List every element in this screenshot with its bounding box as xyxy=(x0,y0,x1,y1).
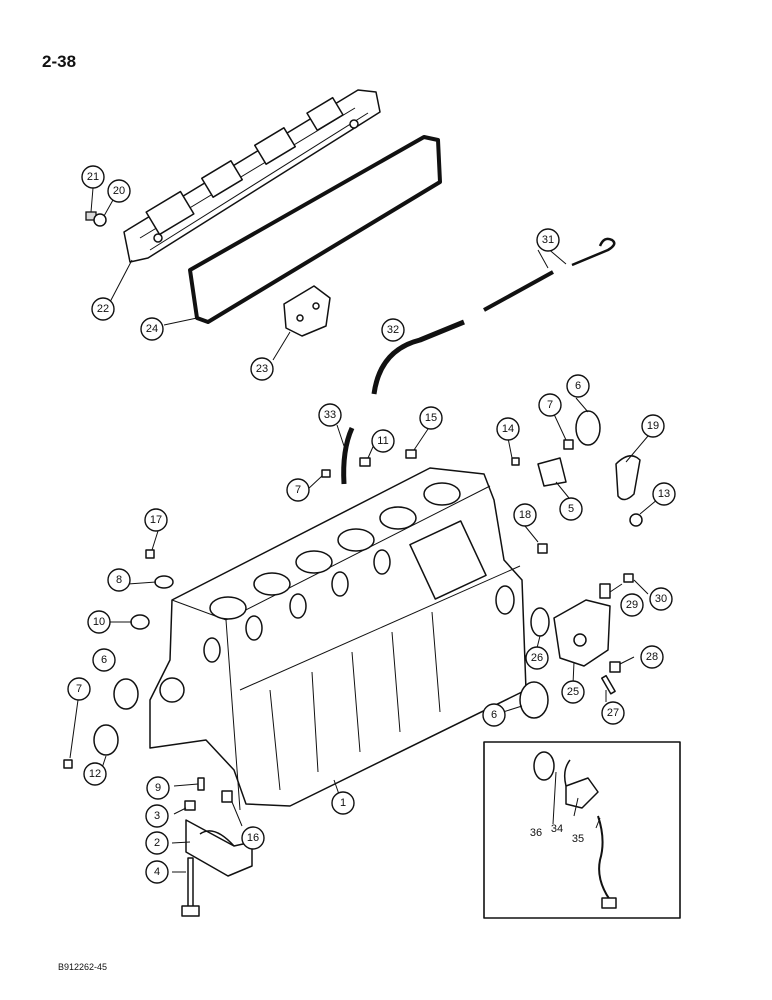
svg-text:25: 25 xyxy=(567,686,579,698)
cover-plate xyxy=(283,285,331,337)
callout-3: 3 xyxy=(145,804,169,828)
dowel xyxy=(184,800,196,811)
callout-33: 33 xyxy=(318,403,342,427)
main-bearing-cap xyxy=(185,819,253,877)
svg-text:12: 12 xyxy=(89,768,101,780)
svg-text:2: 2 xyxy=(154,837,160,849)
expansion-plug xyxy=(221,790,233,803)
svg-text:30: 30 xyxy=(655,593,667,605)
svg-text:22: 22 xyxy=(97,303,109,315)
callout-28: 28 xyxy=(640,645,664,669)
rocker-cover-screw xyxy=(85,211,107,227)
cylinder-block xyxy=(149,467,527,811)
callout-18: 18 xyxy=(513,503,537,527)
pin xyxy=(197,777,205,791)
callout-23: 23 xyxy=(250,357,274,381)
callout-1: 1 xyxy=(331,791,355,815)
callout-13: 13 xyxy=(652,482,676,506)
callout-6-left: 6 xyxy=(92,648,116,672)
drain-tube xyxy=(341,426,355,485)
svg-text:21: 21 xyxy=(87,171,99,183)
callout-15: 15 xyxy=(419,406,443,430)
svg-text:28: 28 xyxy=(646,651,658,663)
callout-25: 25 xyxy=(561,680,585,704)
callout-8: 8 xyxy=(107,568,131,592)
block-heater-inset xyxy=(483,741,681,919)
callout-27: 27 xyxy=(601,701,625,725)
callout-6-lower-right: 6 xyxy=(482,703,506,727)
callout-7-left: 7 xyxy=(67,677,91,701)
svg-text:6: 6 xyxy=(491,709,497,721)
callout-19: 19 xyxy=(641,414,665,438)
inset-label-35: 35 xyxy=(572,833,584,845)
svg-text:15: 15 xyxy=(425,412,437,424)
svg-text:10: 10 xyxy=(93,616,105,628)
callout-10: 10 xyxy=(87,610,111,634)
callout-7-upper: 7 xyxy=(286,478,310,502)
callout-7-right: 7 xyxy=(538,393,562,417)
dipstick xyxy=(483,237,616,312)
callout-5: 5 xyxy=(559,497,583,521)
svg-text:3: 3 xyxy=(154,810,160,822)
svg-text:7: 7 xyxy=(547,399,553,411)
svg-text:23: 23 xyxy=(256,363,268,375)
svg-text:4: 4 xyxy=(154,866,160,878)
svg-text:6: 6 xyxy=(101,654,107,666)
svg-text:7: 7 xyxy=(76,683,82,695)
svg-text:31: 31 xyxy=(542,234,554,246)
callout-17: 17 xyxy=(144,508,168,532)
svg-text:9: 9 xyxy=(155,782,161,794)
inset-label-36: 36 xyxy=(530,827,542,839)
callout-21: 21 xyxy=(81,165,105,189)
figure-code: B912262-45 xyxy=(58,962,108,972)
callout-24: 24 xyxy=(140,317,164,341)
svg-text:24: 24 xyxy=(146,323,158,335)
svg-text:8: 8 xyxy=(116,574,122,586)
callout-31: 31 xyxy=(536,228,560,252)
callout-32: 32 xyxy=(381,318,405,342)
svg-text:6: 6 xyxy=(575,380,581,392)
svg-text:5: 5 xyxy=(568,503,574,515)
callout-2: 2 xyxy=(145,831,169,855)
svg-text:20: 20 xyxy=(113,185,125,197)
cap-bolt xyxy=(181,857,200,917)
callout-20: 20 xyxy=(107,179,131,203)
inset-label-34: 34 xyxy=(551,823,563,835)
svg-text:16: 16 xyxy=(247,832,259,844)
dipstick-tube xyxy=(371,319,465,395)
rocker-cover-gasket xyxy=(188,135,442,324)
svg-text:29: 29 xyxy=(626,599,638,611)
svg-text:27: 27 xyxy=(607,707,619,719)
page-number: 2-38 xyxy=(42,52,77,71)
callout-14: 14 xyxy=(496,417,520,441)
callout-9: 9 xyxy=(146,776,170,800)
svg-text:13: 13 xyxy=(658,488,670,500)
callout-16: 16 xyxy=(241,826,265,850)
svg-text:11: 11 xyxy=(377,435,388,447)
svg-text:26: 26 xyxy=(531,652,543,664)
svg-text:17: 17 xyxy=(150,514,162,526)
callout-29: 29 xyxy=(620,593,644,617)
upper-right-parts xyxy=(321,410,643,554)
callout-11: 11 xyxy=(371,429,395,453)
callout-6-upper: 6 xyxy=(566,374,590,398)
left-side-parts xyxy=(63,549,174,769)
svg-text:33: 33 xyxy=(324,409,336,421)
rocker-cover xyxy=(123,89,381,263)
svg-text:19: 19 xyxy=(647,420,659,432)
thermostat-housing xyxy=(553,599,611,667)
svg-text:32: 32 xyxy=(387,324,399,336)
svg-text:18: 18 xyxy=(519,509,531,521)
callout-22: 22 xyxy=(91,297,115,321)
callout-30: 30 xyxy=(649,587,673,611)
svg-text:14: 14 xyxy=(502,423,514,435)
svg-text:1: 1 xyxy=(340,797,346,809)
leader-lines xyxy=(69,187,665,873)
svg-text:7: 7 xyxy=(295,484,301,496)
callout-4: 4 xyxy=(145,860,169,884)
callout-26: 26 xyxy=(525,646,549,670)
callout-12: 12 xyxy=(83,762,107,786)
